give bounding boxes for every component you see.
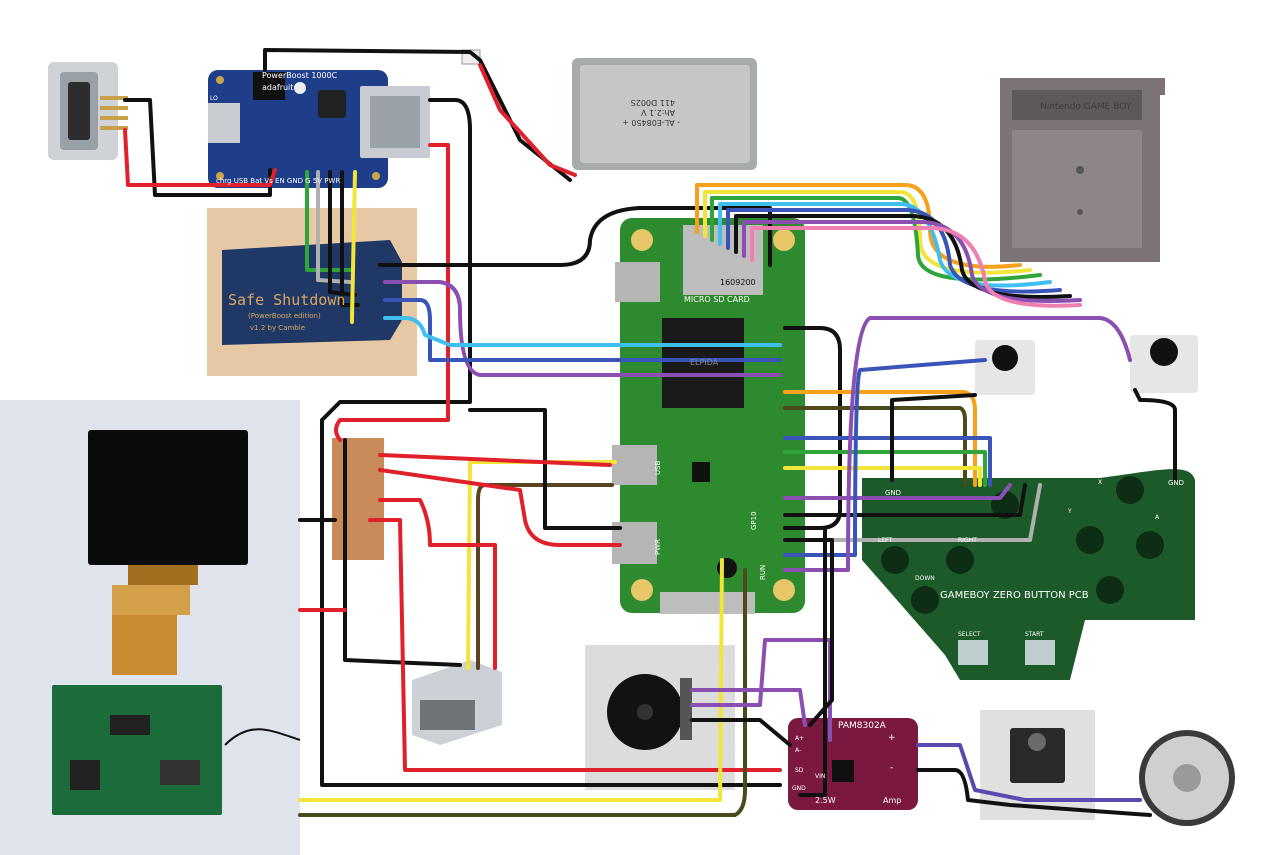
powerboost-board	[208, 70, 430, 188]
powerboost-brand: adafruit	[262, 83, 293, 92]
powerboost-title: PowerBoost 1000C	[262, 71, 338, 80]
powerboost-lo: LO	[210, 95, 218, 102]
amp-vin: VIN	[815, 773, 825, 780]
button-pcb-y: Y	[1067, 508, 1072, 515]
powerboost-pin-labels: chrg USB Bat Vs EN GND G 5V PWR	[216, 177, 340, 185]
battery-line3: - AL-E08450 +	[622, 118, 680, 127]
button-pcb-down: DOWN	[915, 575, 935, 582]
amp-a-plus: A+	[795, 735, 804, 742]
pi-sd-chip: 1609200	[720, 278, 756, 287]
button-pcb-title: GAMEBOY ZERO BUTTON PCB	[940, 590, 1089, 601]
lcd-screen-icon	[88, 430, 248, 565]
safe-shutdown-title: Safe Shutdown	[228, 291, 345, 309]
battery-line2: Ah:2.1 V	[640, 108, 675, 117]
lipo-battery-icon	[461, 49, 757, 170]
cartridge-icon	[1000, 78, 1165, 262]
tactile-button-right	[1130, 335, 1198, 393]
labels: PowerBoost 1000C adafruit chrg USB Bat V…	[210, 71, 1184, 805]
amp-board	[788, 718, 918, 810]
button-pcb-left: LEFT	[878, 537, 892, 544]
button-pcb-select: SELECT	[958, 631, 981, 638]
amp-title: PAM8302A	[838, 721, 887, 731]
pi-zero-board	[612, 218, 805, 614]
amp-gnd: GND	[792, 785, 806, 792]
button-pcb-a: A	[1155, 514, 1160, 521]
speaker-icon	[1139, 730, 1235, 826]
button-pcb-gnd-left: GND	[885, 489, 901, 497]
pi-sd-label: MICRO SD CARD	[684, 295, 750, 304]
pi-pwr: PWR	[654, 539, 662, 555]
button-pcb	[862, 469, 1195, 680]
lcd-panel	[0, 400, 301, 855]
amp-sd: SD	[795, 767, 804, 774]
wires	[123, 48, 1177, 817]
safe-shutdown-credit: v1.2 by Camble	[250, 324, 305, 332]
button-pcb-right: RIGHT	[958, 537, 977, 544]
pi-usb: USB	[654, 460, 662, 475]
button-pcb-x: X	[1098, 479, 1102, 486]
pi-gp10: GP10	[750, 511, 758, 530]
button-pcb-gnd-right: GND	[1168, 479, 1184, 487]
amp-a-minus: A-	[795, 747, 801, 754]
usb-c-connector-icon	[48, 62, 128, 160]
pi-run: RUN	[759, 565, 767, 580]
safe-shutdown-panel	[207, 208, 417, 376]
proto-board	[332, 438, 384, 560]
audio-jack-icon	[1010, 728, 1065, 783]
tactile-button-icon	[975, 340, 1035, 395]
lcd-driver-board	[52, 685, 222, 815]
button-pcb-start: START	[1025, 631, 1044, 638]
amp-minus: -	[890, 763, 893, 773]
amp-power: 2.5W	[815, 796, 836, 805]
amp-plus: +	[888, 733, 896, 743]
battery-line1: 411 D002S	[631, 98, 675, 107]
amp-amp: Amp	[883, 796, 901, 805]
potentiometer-icon	[607, 674, 692, 750]
cartridge-brand: Nintendo GAME BOY	[1040, 102, 1132, 112]
pi-chip-label: ELPIDA	[690, 358, 719, 367]
safe-shutdown-subtitle: (PowerBoost edition)	[248, 312, 321, 320]
usb-a-connector-icon	[412, 660, 502, 745]
